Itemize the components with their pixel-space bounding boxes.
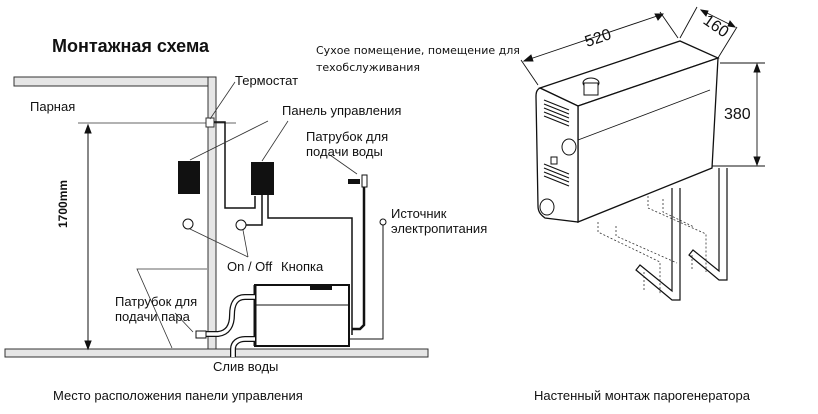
height-dimension [84,123,92,351]
steam-outlet-leader [174,312,194,333]
water-inlet-label-1: Патрубок для [306,129,389,144]
height-label: 1700mm [56,179,70,228]
thermostat [205,117,215,128]
control-panel-label: Панель управления [282,103,402,118]
thermostat-leader [209,81,236,120]
power-source-label-2: электропитания [391,221,488,236]
power-source-label-1: Источник [391,206,447,221]
drain-label: Слив воды [213,359,279,374]
button-leader-2 [242,229,249,258]
control-panel-outside [251,162,274,195]
dim-height-label: 380 [724,106,751,123]
bracket-dashed-guides [597,196,707,295]
steam-outlet-label-1: Патрубок для [115,294,198,309]
onoff-label: On / Off [227,259,273,274]
onoff-button-outside [235,219,247,231]
power-source [379,218,387,226]
water-inlet-label-2: подачи воды [306,144,383,159]
panel-leader-2 [261,120,289,162]
dimension-lines [520,6,765,167]
left-caption: Место расположения панели управления [53,388,303,403]
onoff-button-inside [182,218,194,230]
water-inlet-handle [348,179,360,184]
thermostat-wire [214,121,256,209]
front-vents [543,99,570,187]
bench-outline [136,268,207,349]
steam-outlet-label-2: подачи пара [115,309,190,324]
steam-generator [254,284,350,347]
panel-leader-1 [189,120,269,161]
front-switch [550,156,558,165]
right-caption: Настенный монтаж парогенератора [534,388,750,403]
water-pipe [352,187,366,331]
front-connector-upper [561,138,577,156]
dry-room-label-2: техобслуживания [316,61,421,74]
button-wire [244,195,263,226]
button-leader-1 [189,228,249,258]
thermostat-label: Термостат [235,73,299,88]
steam-generator-3d [535,40,720,223]
left-title: Монтажная схема [52,36,210,56]
button-label: Кнопка [281,259,324,274]
water-inlet-valve [361,174,368,188]
water-inlet-leader [329,154,358,175]
power-wire [350,225,384,340]
front-connector-lower [539,198,555,216]
dry-room-label-1: Сухое помещение, помещение для [316,44,520,57]
control-panel-inside [178,161,200,194]
generator-top-label [310,285,332,290]
wall-brackets [635,168,728,301]
wall-structure [4,76,429,358]
panel-to-generator-wire [267,195,353,335]
steam-outlet [195,330,207,339]
room-label: Парная [30,99,76,114]
